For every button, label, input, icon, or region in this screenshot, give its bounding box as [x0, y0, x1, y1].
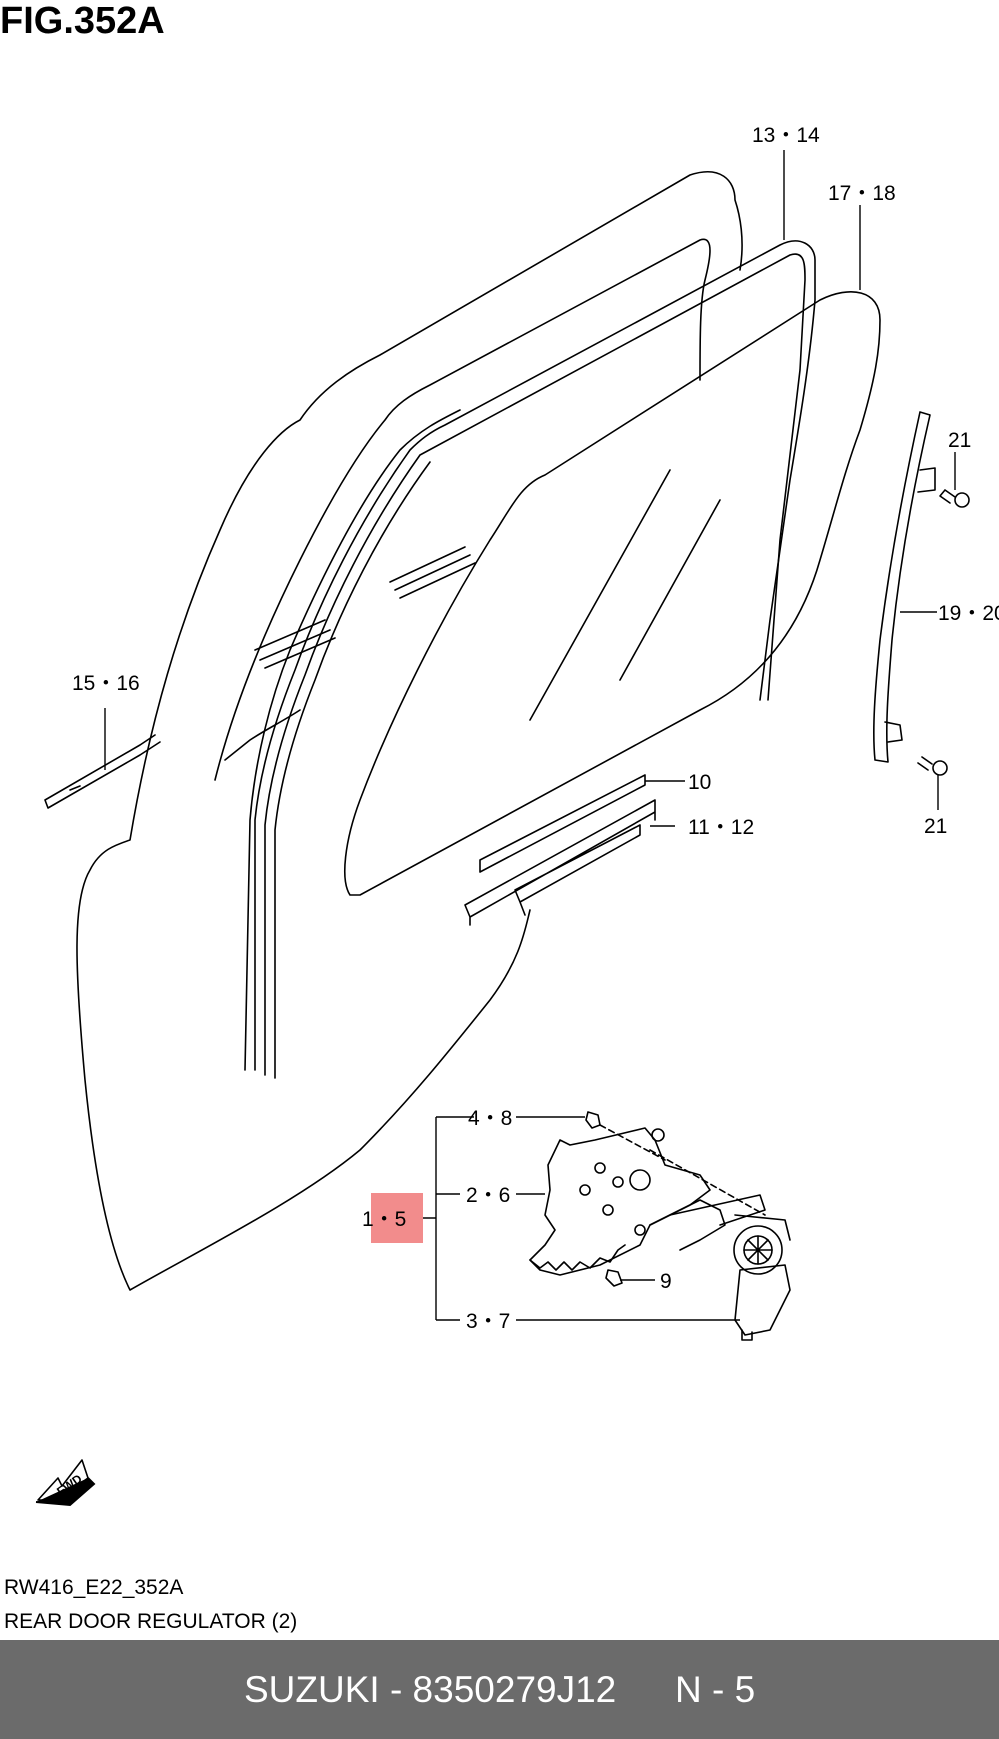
regulator-motor: [733, 1214, 791, 1341]
callout-21-top: 21: [948, 429, 971, 452]
footer-part-number: SUZUKI - 8350279J12: [244, 1669, 617, 1710]
screw-4-8: [585, 1111, 601, 1129]
door-belt-line: [224, 709, 301, 761]
door-panel-outline: [76, 171, 743, 1291]
callout-21-bottom: 21: [924, 815, 947, 838]
belt-strip-11-12: [464, 799, 656, 926]
callout-3-7: 3・7: [466, 1310, 510, 1333]
callout-15-16: 15・16: [72, 672, 140, 695]
callout-19-20: 19・20: [938, 602, 999, 625]
door-inner-line: [214, 238, 711, 781]
highlight-box: [371, 1193, 423, 1243]
door-moulding: [44, 734, 161, 809]
callout-11-12: 11・12: [688, 816, 754, 839]
door-glass: [344, 291, 881, 896]
diagram-code: RW416_E22_352A: [4, 1576, 184, 1599]
window-regulator: [529, 1127, 766, 1276]
diagram-description: REAR DOOR REGULATOR (2): [4, 1610, 298, 1633]
screw-9: [605, 1269, 623, 1287]
callout-17-18: 17・18: [828, 182, 896, 205]
callout-1-5: 1・5: [362, 1208, 406, 1231]
door-frame-channel: [254, 240, 816, 1071]
callout-9: 9: [660, 1270, 672, 1293]
door-edge-line: [244, 409, 461, 1071]
callout-4-8: 4・8: [468, 1107, 512, 1130]
figure-title: FIG.352A: [0, 0, 165, 42]
callout-13-14: 13・14: [752, 124, 820, 147]
belt-strip-10: [479, 774, 646, 873]
footer-bar: SUZUKI - 8350279J12 N - 5: [0, 1640, 999, 1739]
callout-10: 10: [688, 771, 711, 794]
door-regulator-diagram: 13・14 17・18 21 19・20 21 15・16 10 11・12 4…: [35, 124, 999, 1507]
bolt-21-bottom: [917, 756, 948, 776]
fwd-arrow-icon: FWD: [35, 1459, 96, 1507]
bolt-21-top: [939, 489, 970, 508]
footer-page-ref: N - 5: [675, 1669, 756, 1710]
callout-2-6: 2・6: [466, 1184, 510, 1207]
division-bar: [873, 411, 931, 763]
